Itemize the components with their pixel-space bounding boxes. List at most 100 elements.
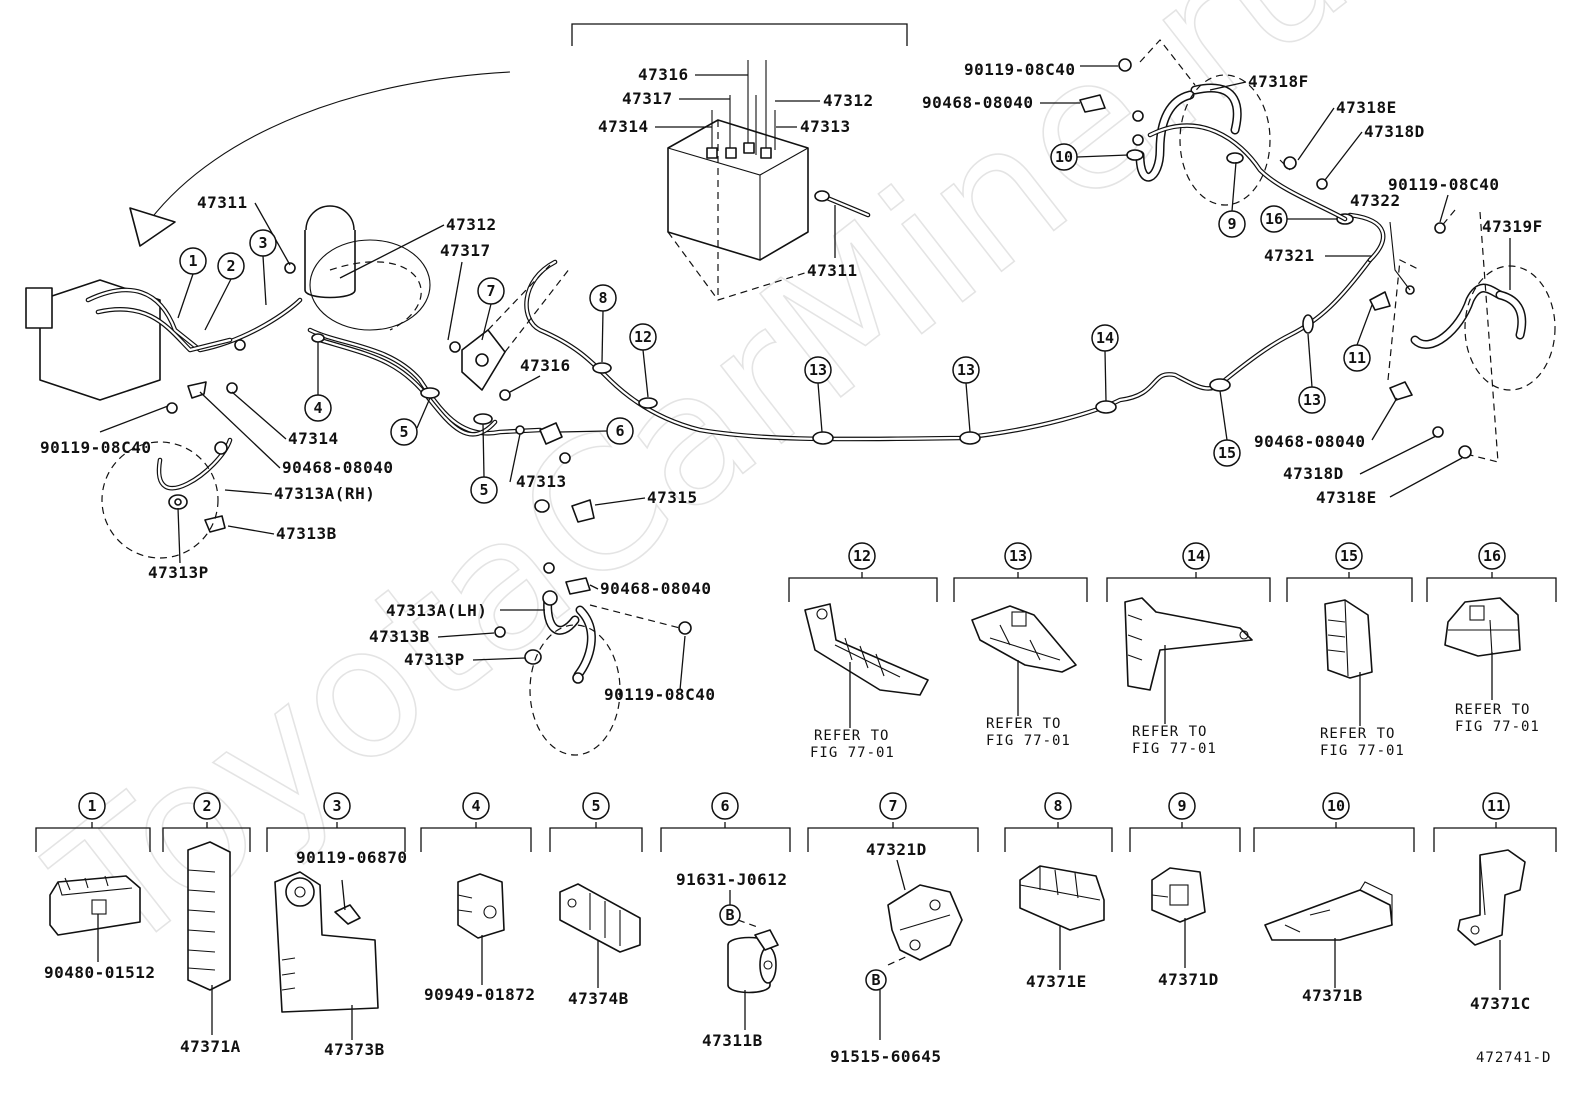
callout-circle-9 bbox=[1168, 792, 1196, 820]
callout-number-2: 2 bbox=[202, 797, 211, 815]
callout-number-1: 1 bbox=[87, 797, 96, 815]
callout-circle-5 bbox=[390, 418, 418, 446]
callout-leader bbox=[642, 349, 649, 398]
label-47316-mid: 47316 bbox=[520, 356, 571, 375]
label-47313b-mid: 47313B bbox=[369, 627, 430, 646]
callout-number-12: 12 bbox=[853, 547, 871, 565]
callout-circle-6 bbox=[711, 792, 739, 820]
label-47313p-mid: 47313P bbox=[404, 650, 465, 669]
callout-b-7-text: B bbox=[871, 971, 880, 989]
callout-circle-8 bbox=[589, 284, 617, 312]
refer-13-line2: FIG 77-01 bbox=[986, 733, 1071, 749]
label-47371e: 47371E bbox=[1026, 972, 1087, 991]
callout-circle-1 bbox=[78, 792, 106, 820]
callout-circle-7 bbox=[879, 792, 907, 820]
label-47317-left: 47317 bbox=[440, 241, 491, 260]
callout-leader bbox=[817, 382, 823, 433]
callout-circle-13 bbox=[804, 356, 832, 384]
callout-number-13: 13 bbox=[1009, 547, 1027, 565]
callout-leader bbox=[1076, 154, 1129, 158]
refer-14-line2: FIG 77-01 bbox=[1132, 741, 1217, 757]
label-47313b-left: 47313B bbox=[276, 524, 337, 543]
label-47371d: 47371D bbox=[1158, 970, 1219, 989]
refer-15-line2: FIG 77-01 bbox=[1320, 743, 1405, 759]
label-47313p-left: 47313P bbox=[148, 563, 209, 582]
label-47371a: 47371A bbox=[180, 1037, 241, 1056]
callout-leader bbox=[204, 278, 232, 331]
callout-circle-13 bbox=[1298, 386, 1326, 414]
callout-circle-5 bbox=[582, 792, 610, 820]
callout-circle-11 bbox=[1482, 792, 1510, 820]
label-47312-left: 47312 bbox=[446, 215, 497, 234]
label-47313a-lh: 47313A(LH) bbox=[386, 601, 487, 620]
callout-circle-1 bbox=[179, 247, 207, 275]
label-47311-top: 47311 bbox=[807, 261, 858, 280]
callout-leader bbox=[416, 397, 431, 429]
label-47318d-bot: 47318D bbox=[1283, 464, 1344, 483]
callout-number-12: 12 bbox=[634, 328, 652, 346]
label-47374b: 47374B bbox=[568, 989, 629, 1008]
label-47318f: 47318F bbox=[1248, 72, 1309, 91]
callout-circle-4 bbox=[462, 792, 490, 820]
callout-number-10: 10 bbox=[1055, 148, 1073, 166]
callout-b-6 bbox=[719, 904, 741, 926]
callout-circle-15 bbox=[1213, 439, 1241, 467]
label-47311-left: 47311 bbox=[197, 193, 248, 212]
label-91515-60645: 91515-60645 bbox=[830, 1047, 941, 1066]
label-90468-08040-right: 90468-08040 bbox=[1254, 432, 1365, 451]
label-47311b: 47311B bbox=[702, 1031, 763, 1050]
label-47373b: 47373B bbox=[324, 1040, 385, 1059]
label-90119-08c40-right: 90119-08C40 bbox=[1388, 175, 1499, 194]
callout-number-6: 6 bbox=[720, 797, 729, 815]
callout-number-7: 7 bbox=[888, 797, 897, 815]
refer-14-line1: REFER TO bbox=[1132, 724, 1207, 740]
callout-number-10: 10 bbox=[1327, 797, 1345, 815]
callout-circle-4 bbox=[304, 394, 332, 422]
left-assembly bbox=[25, 71, 543, 559]
callout-leader bbox=[601, 310, 604, 363]
callout-circle-2 bbox=[217, 252, 245, 280]
callout-number-2: 2 bbox=[226, 257, 235, 275]
refer-16-line2: FIG 77-01 bbox=[1455, 719, 1540, 735]
callout-leader bbox=[1231, 161, 1237, 212]
label-90119-06870: 90119-06870 bbox=[296, 848, 407, 867]
callout-number-9: 9 bbox=[1177, 797, 1186, 815]
actuator-inset bbox=[571, 23, 908, 301]
label-47313a-rh: 47313A(RH) bbox=[274, 484, 375, 503]
callout-leader bbox=[1307, 333, 1313, 388]
refer-13-line1: REFER TO bbox=[986, 716, 1061, 732]
label-47318e-top: 47318E bbox=[1336, 98, 1397, 117]
callout-circle-8 bbox=[1044, 792, 1072, 820]
callout-circle-14 bbox=[1182, 542, 1210, 570]
refer-16-line1: REFER TO bbox=[1455, 702, 1530, 718]
callout-number-16: 16 bbox=[1265, 210, 1283, 228]
callout-leader bbox=[482, 423, 485, 478]
callout-leader bbox=[262, 255, 267, 306]
callout-circle-13 bbox=[952, 356, 980, 384]
refer-12-line2: FIG 77-01 bbox=[810, 745, 895, 761]
callout-leader bbox=[1356, 304, 1373, 346]
callout-number-14: 14 bbox=[1187, 547, 1205, 565]
label-90949-01872: 90949-01872 bbox=[424, 985, 535, 1004]
detail-row-bottom bbox=[35, 822, 1557, 1040]
callout-circle-12 bbox=[629, 323, 657, 351]
figure-id: 472741-D bbox=[1476, 1050, 1551, 1066]
callout-circle-3 bbox=[249, 229, 277, 257]
label-90119-08c40-mid: 90119-08C40 bbox=[604, 685, 715, 704]
callout-circle-13 bbox=[1004, 542, 1032, 570]
main-labels: 47311 47312 47317 47316 47314 47313 4731… bbox=[40, 60, 1542, 704]
label-47316-top: 47316 bbox=[638, 65, 689, 84]
callout-number-3: 3 bbox=[332, 797, 341, 815]
label-90468-08040-tr: 90468-08040 bbox=[922, 93, 1033, 112]
callout-number-13: 13 bbox=[1303, 391, 1321, 409]
label-90119-08c40-left: 90119-08C40 bbox=[40, 438, 151, 457]
callout-leader bbox=[965, 382, 971, 433]
callout-b-7 bbox=[865, 969, 887, 991]
label-47317-top: 47317 bbox=[622, 89, 673, 108]
callout-circle-14 bbox=[1091, 324, 1119, 352]
callout-number-7: 7 bbox=[486, 282, 495, 300]
label-90468-08040-left: 90468-08040 bbox=[282, 458, 393, 477]
